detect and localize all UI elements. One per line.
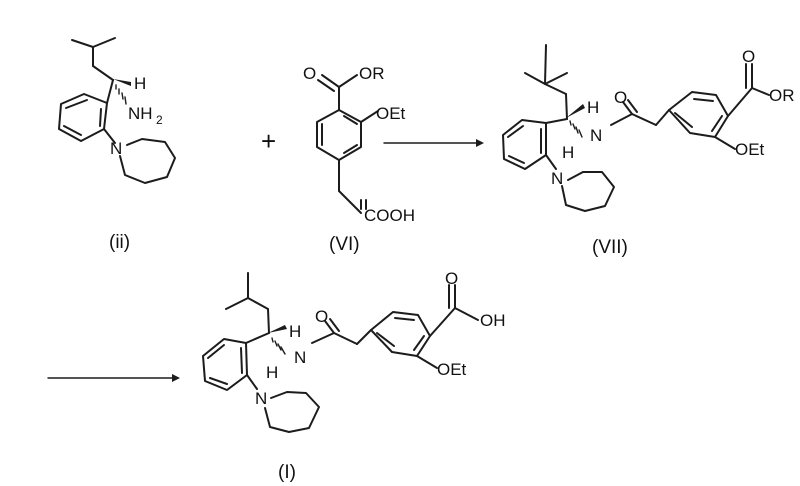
compound-ii-label: (ii) <box>109 232 130 253</box>
atom-ii-n: N <box>110 139 122 158</box>
compound-vi-label: (VI) <box>329 234 360 255</box>
compound-vi: O OR OEt COOH (VI) <box>303 64 415 255</box>
plus-sign: + <box>261 126 276 156</box>
atom-vii-h: H <box>587 98 599 117</box>
atom-vi-oet: OEt <box>376 104 406 123</box>
atom-vii-n: N <box>551 169 563 188</box>
atom-vii-or: OR <box>769 86 795 105</box>
atom-vii-o-amide: O <box>614 88 627 107</box>
compound-ii-bonds <box>58 37 176 184</box>
compound-vii-bonds <box>502 44 770 212</box>
atom-i-n: N <box>255 389 267 408</box>
atom-i-nh-h: H <box>266 363 278 382</box>
compound-i: H N H N O O OH OEt (I) <box>202 269 506 483</box>
compound-vi-bonds <box>316 74 379 214</box>
atom-i-oh: OH <box>480 311 506 330</box>
atom-ii-h: H <box>134 74 146 93</box>
atom-i-o-acid: O <box>445 269 458 288</box>
atom-vii-oet: OEt <box>735 140 765 159</box>
atom-vii-o-ester: O <box>742 47 755 66</box>
compound-vii: H N H N O O OR OEt (VII) <box>502 44 795 258</box>
compound-ii: H NH 2 N (ii) <box>58 37 176 253</box>
atom-i-nh-n: N <box>294 348 306 367</box>
atom-vi-cooh: COOH <box>364 206 415 225</box>
atom-i-h: H <box>289 322 301 341</box>
compound-i-label: (I) <box>278 462 296 483</box>
atom-vi-or: OR <box>359 64 385 83</box>
atom-ii-nh2: NH <box>128 104 153 123</box>
atom-vii-nh-h: H <box>562 143 574 162</box>
atom-i-oet: OEt <box>437 360 467 379</box>
atom-vii-nh-n: N <box>590 126 602 145</box>
atom-ii-nh2-subscript: 2 <box>156 113 163 127</box>
reaction-arrow-2 <box>47 374 180 382</box>
atom-vi-o: O <box>303 64 316 83</box>
atom-i-o-amide: O <box>315 307 328 326</box>
reaction-arrow-1 <box>383 139 484 147</box>
compound-vii-label: (VII) <box>592 237 628 258</box>
compound-i-bonds <box>202 272 479 433</box>
